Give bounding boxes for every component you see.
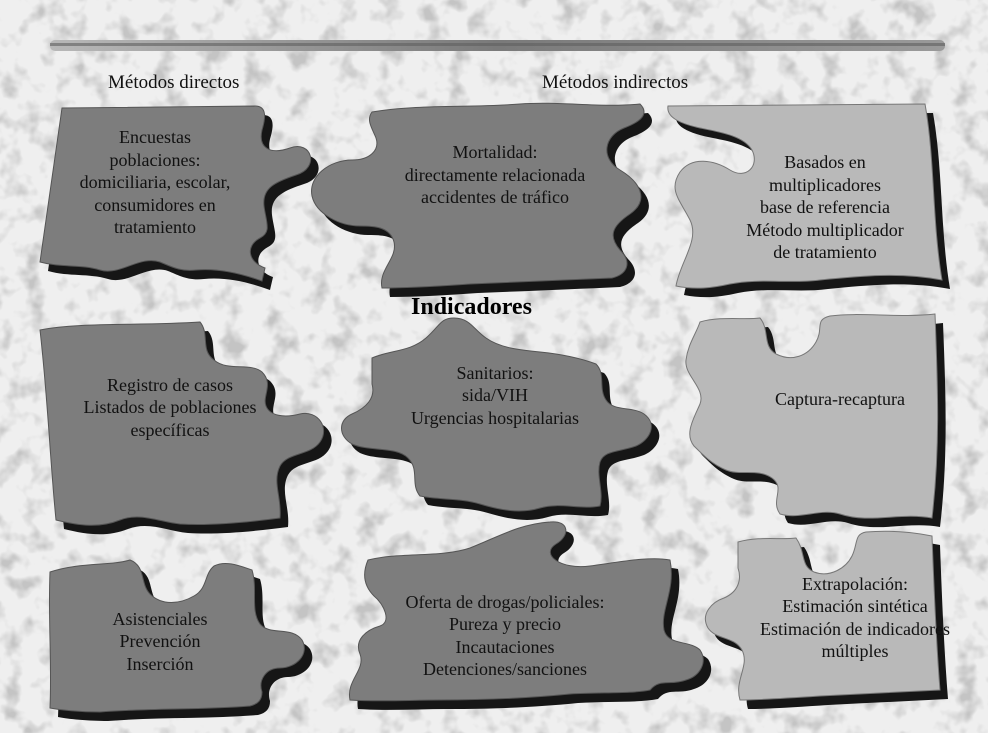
piece-oferta [349,521,712,710]
piece-registro [39,321,332,535]
piece-multiplicadores-text: Basados en multiplicadores base de refer… [746,152,904,263]
piece-mortalidad-text: Mortalidad: directamente relacionada acc… [404,142,586,208]
piece-asistenciales-text: Asistenciales Prevención Inserción [112,608,208,674]
piece-captura-text: Captura-recaptura [775,388,905,409]
piece-multiplicadores [667,103,950,298]
piece-registro-text: Registro de casos Listados de poblacione… [83,374,257,440]
header-metodos-indirectos: Métodos indirectos [542,72,689,93]
piece-extrapolacion [704,530,948,709]
header-metodos-directos: Métodos directos [108,72,240,93]
piece-oferta-text: Oferta de drogas/policiales: Pureza y pr… [405,591,605,680]
piece-mortalidad [311,102,653,297]
piece-sanitarios-text: Sanitarios: sida/VIH Urgencias hospitala… [410,362,580,428]
piece-captura [685,313,946,528]
piece-encuestas [39,105,319,290]
piece-asistenciales [48,559,313,721]
center-title-indicadores: Indicadores [411,294,532,320]
piece-sanitarios [341,317,660,520]
piece-extrapolacion-text: Extrapolación: Estimación sintética Esti… [760,573,950,662]
piece-encuestas-text: Encuestas poblaciones: domiciliaria, esc… [79,127,231,238]
